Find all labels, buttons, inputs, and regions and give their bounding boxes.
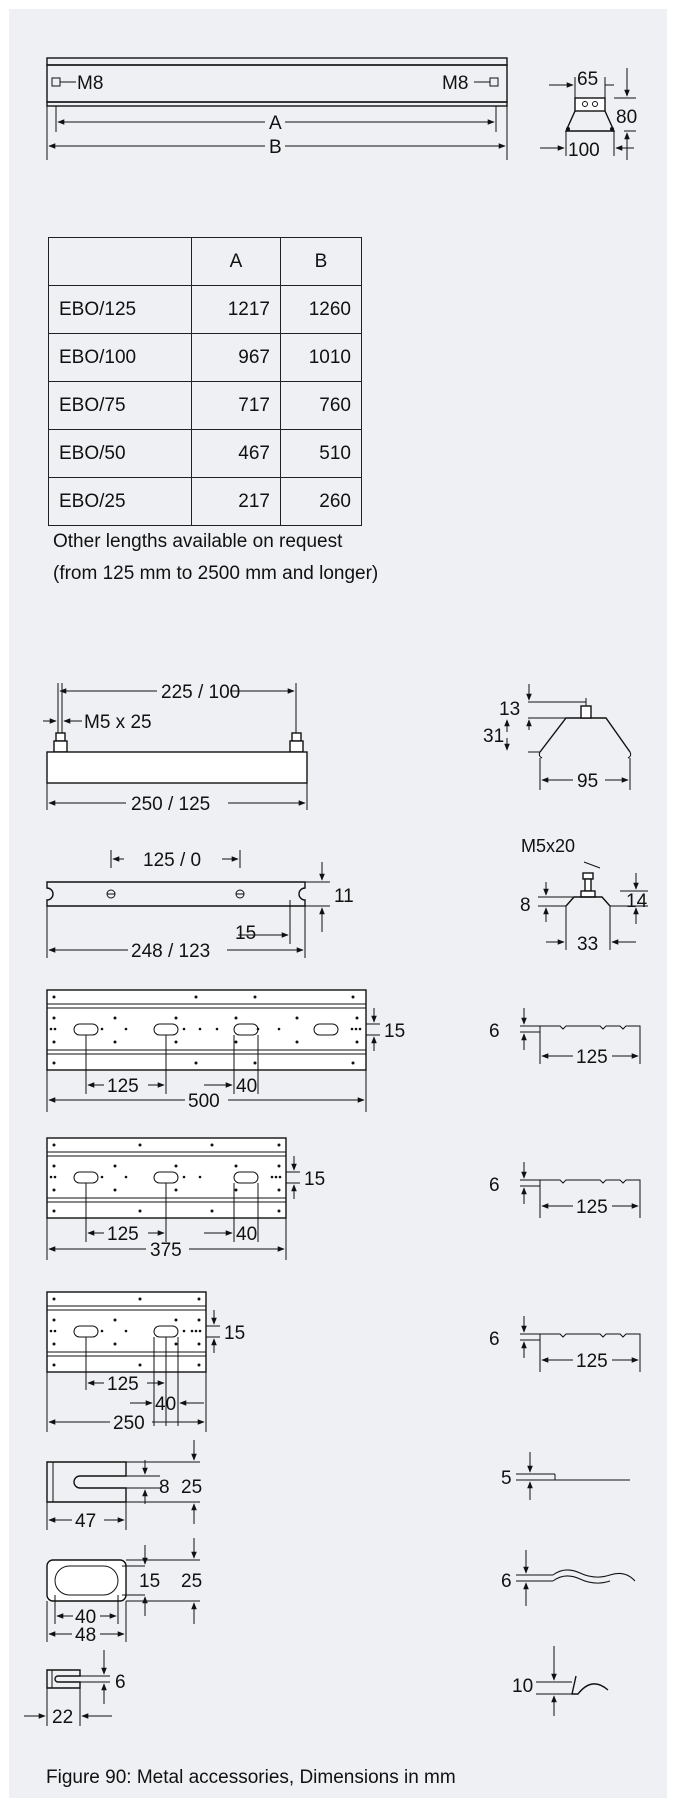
- table-cell-a: 217: [191, 477, 281, 526]
- strip-end-offset: 15: [235, 923, 256, 944]
- plate-250-pitch: 125: [107, 1374, 139, 1395]
- plate-375-profile: 6 125: [489, 1162, 641, 1218]
- table-cell-b: 1260: [280, 285, 362, 334]
- strip-length: 248 / 123: [131, 941, 210, 962]
- table-header-empty: [48, 237, 192, 286]
- bracket-bolt-spacing: 225 / 100: [161, 682, 240, 703]
- plate-500-hole-dim: 15: [384, 1021, 405, 1042]
- clip-slot-width: 8: [159, 1477, 170, 1498]
- table-cell-b: 260: [280, 477, 362, 526]
- plate-250-wave: 125: [576, 1351, 608, 1372]
- clip-slot-length: 47: [75, 1511, 96, 1532]
- table-header-a: A: [191, 237, 281, 286]
- strip-side-left: 8: [520, 895, 531, 916]
- plate-375-drawing: 15 125 40 375: [46, 1137, 325, 1261]
- table-cell-a: 1217: [191, 285, 281, 334]
- table-header-b: B: [280, 237, 362, 286]
- plate-250-profile: 6 125: [489, 1316, 641, 1372]
- clip-oval-profile: 6: [501, 1550, 636, 1606]
- clip-slot-profile: 5: [501, 1452, 630, 1500]
- table-cell-b: 510: [280, 429, 362, 478]
- clip-small-drawing: 6 22: [24, 1650, 126, 1728]
- strip-side-right: 14: [626, 891, 648, 912]
- clip-oval-thickness: 6: [501, 1571, 512, 1592]
- plate-375-wave: 125: [576, 1197, 608, 1218]
- table-row: EBO/25 217 260: [48, 477, 362, 526]
- table-note-line2: (from 125 mm to 2500 mm and longer): [53, 563, 379, 584]
- table-header-row: A B: [48, 237, 362, 286]
- rail-end-height: 80: [616, 107, 637, 128]
- strip-height: 11: [334, 886, 354, 907]
- rail-end-width-bottom: 100: [568, 140, 600, 161]
- rail-thread-left: M8: [77, 73, 103, 94]
- plate-500-length: 500: [188, 1091, 220, 1112]
- rail-dim-a: A: [269, 113, 282, 134]
- table-cell-a: 717: [191, 381, 281, 430]
- clip-oval-height: 25: [181, 1571, 202, 1592]
- rail-thread-right: M8: [442, 73, 468, 94]
- plate-375-thickness: 6: [489, 1175, 500, 1196]
- plate-250-slot: 40: [155, 1394, 176, 1415]
- strip-profile: M5x20 8 14 33: [520, 836, 648, 955]
- rail-end-view: 65 80 100: [540, 68, 637, 161]
- rail-dim-b: B: [269, 137, 282, 158]
- strip-hole-spacing: 125 / 0: [143, 850, 201, 871]
- clip-oval-slot-width: 15: [139, 1571, 160, 1592]
- clip-slot-drawing: 8 25 47: [46, 1440, 202, 1532]
- plate-250-hole-dim: 15: [224, 1323, 245, 1344]
- clip-slot-thickness: 5: [501, 1468, 512, 1489]
- clip-oval-drawing: 15 25 40 48: [46, 1538, 202, 1646]
- strip-drawing: 125 / 0 11 15 248 / 123: [46, 850, 354, 962]
- plate-500-slot: 40: [236, 1076, 257, 1097]
- clip-oval-outer-length: 48: [75, 1625, 96, 1646]
- plate-375-hole-dim: 15: [304, 1169, 325, 1190]
- bracket-length: 250 / 125: [131, 794, 210, 815]
- table-row: EBO/100 967 1010: [48, 333, 362, 382]
- table-cell-a: 967: [191, 333, 281, 382]
- clip-oval-inner-length: 40: [75, 1607, 96, 1628]
- bracket-bolt: M5 x 25: [84, 712, 152, 733]
- table-cell-b: 760: [280, 381, 362, 430]
- bracket-profile-top: 13: [499, 699, 520, 720]
- dimension-table: A B EBO/125 1217 1260 EBO/100 967 1010 E…: [48, 237, 362, 526]
- table-cell-name: EBO/100: [48, 333, 192, 382]
- plate-250-thickness: 6: [489, 1329, 500, 1350]
- plate-375-length: 375: [150, 1240, 182, 1261]
- plate-250-drawing: 15 125 40 250: [46, 1291, 245, 1434]
- table-cell-b: 1010: [280, 333, 362, 382]
- table-row: EBO/75 717 760: [48, 381, 362, 430]
- clip-small-height: 6: [115, 1672, 126, 1693]
- plate-250-length: 250: [113, 1413, 145, 1434]
- table-cell-name: EBO/125: [48, 285, 192, 334]
- bracket-drawing: 225 / 100 M5 x 25 250 / 125: [43, 682, 308, 815]
- rail-drawing: M8 M8 A B: [46, 57, 508, 160]
- clip-small-profile: 10: [512, 1646, 609, 1716]
- plate-375-pitch: 125: [107, 1224, 139, 1245]
- bracket-profile-width: 95: [577, 771, 598, 792]
- table-row: EBO/50 467 510: [48, 429, 362, 478]
- plate-500-thickness: 6: [489, 1021, 500, 1042]
- plate-500-profile: 6 125: [489, 1008, 641, 1068]
- rail-end-width-top: 65: [577, 69, 598, 90]
- plate-500-wave: 125: [576, 1047, 608, 1068]
- clip-slot-height: 25: [181, 1477, 202, 1498]
- clip-small-thickness: 10: [512, 1676, 533, 1697]
- table-cell-name: EBO/25: [48, 477, 192, 526]
- figure-caption: Figure 90: Metal accessories, Dimensions…: [46, 1767, 456, 1788]
- table-row: EBO/125 1217 1260: [48, 285, 362, 334]
- clip-small-length: 22: [52, 1707, 73, 1728]
- bracket-profile: 13 31 95: [483, 684, 632, 792]
- table-note-line1: Other lengths available on request: [53, 531, 343, 552]
- strip-screw: M5x20: [521, 836, 575, 856]
- plate-500-pitch: 125: [107, 1076, 139, 1097]
- strip-width: 33: [577, 934, 598, 955]
- plate-500-drawing: 15 125 40 500: [46, 989, 405, 1112]
- table-cell-name: EBO/50: [48, 429, 192, 478]
- table-cell-name: EBO/75: [48, 381, 192, 430]
- plate-375-slot: 40: [236, 1224, 257, 1245]
- bracket-profile-height: 31: [483, 726, 504, 747]
- table-cell-a: 467: [191, 429, 281, 478]
